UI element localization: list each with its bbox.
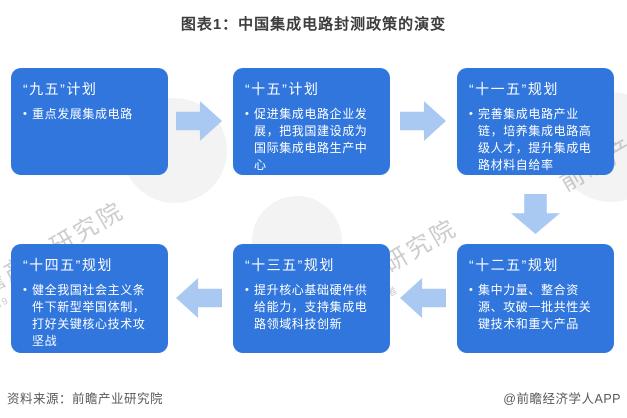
box-body: • 重点发展集成电路 [23, 106, 157, 123]
box-heading: “十三五”规划 [245, 257, 335, 273]
box-body-text: 提升核心基础硬件供给能力，支持集成电路领域科技创新 [254, 283, 368, 331]
box-body: • 提升核心基础硬件供给能力，支持集成电路领域科技创新 [245, 282, 379, 333]
box-12th-plan: “十二五”规划 • 集中力量、整合资源、攻破一批共性关键技术和重大产品 [457, 244, 614, 353]
chart-title: 图表1：中国集成电路封测政策的演变 [180, 16, 447, 33]
bullet-icon: • [245, 108, 250, 120]
box-body: • 完善集成电路产业链，培养集成电路高级人才，提升集成电路材料自给率 [469, 106, 603, 174]
bullet-icon: • [23, 284, 28, 296]
bullet-icon: • [245, 284, 250, 296]
box-body-text: 促进集成电路企业发展，把我国建设成为国际集成电路生产中心 [254, 107, 368, 172]
box-9th-plan: “九五”计划 • 重点发展集成电路 [11, 68, 168, 175]
bullet-icon: • [469, 108, 474, 120]
box-14th-plan: “十四五”规划 • 健全我国社会主义条件下新型举国体制，打好关键核心技术攻坚战 [11, 244, 168, 353]
arrow-down-icon [511, 194, 560, 234]
box-heading: “十二五”规划 [469, 257, 559, 273]
box-heading: “十四五”规划 [23, 257, 113, 273]
box-body-text: 重点发展集成电路 [32, 107, 133, 121]
arrow-right-icon [400, 101, 446, 141]
brand-label: @前瞻经济学人APP [503, 392, 621, 406]
box-heading: “十五”计划 [245, 81, 320, 97]
box-body: • 促进集成电路企业发展，把我国建设成为国际集成电路生产中心 [245, 106, 379, 174]
box-body: • 集中力量、整合资源、攻破一批共性关键技术和重大产品 [469, 282, 603, 333]
box-body-text: 集中力量、整合资源、攻破一批共性关键技术和重大产品 [478, 283, 592, 331]
arrow-right-icon [176, 101, 222, 141]
box-13th-plan: “十三五”规划 • 提升核心基础硬件供给能力，支持集成电路领域科技创新 [233, 244, 390, 353]
box-body-text: 健全我国社会主义条件下新型举国体制，打好关键核心技术攻坚战 [32, 283, 146, 348]
arrow-left-icon [400, 278, 446, 318]
box-body: • 健全我国社会主义条件下新型举国体制，打好关键核心技术攻坚战 [23, 282, 157, 350]
source-label: 资料来源：前瞻产业研究院 [7, 392, 164, 406]
box-heading: “九五”计划 [23, 81, 98, 97]
box-body-text: 完善集成电路产业链，培养集成电路高级人才，提升集成电路材料自给率 [478, 107, 592, 172]
box-10th-plan: “十五”计划 • 促进集成电路企业发展，把我国建设成为国际集成电路生产中心 [233, 68, 390, 175]
bullet-icon: • [469, 284, 474, 296]
box-11th-plan: “十一五”规划 • 完善集成电路产业链，培养集成电路高级人才，提升集成电路材料自… [457, 68, 614, 175]
arrow-left-icon [176, 278, 222, 318]
box-heading: “十一五”规划 [469, 81, 559, 97]
bullet-icon: • [23, 108, 28, 120]
